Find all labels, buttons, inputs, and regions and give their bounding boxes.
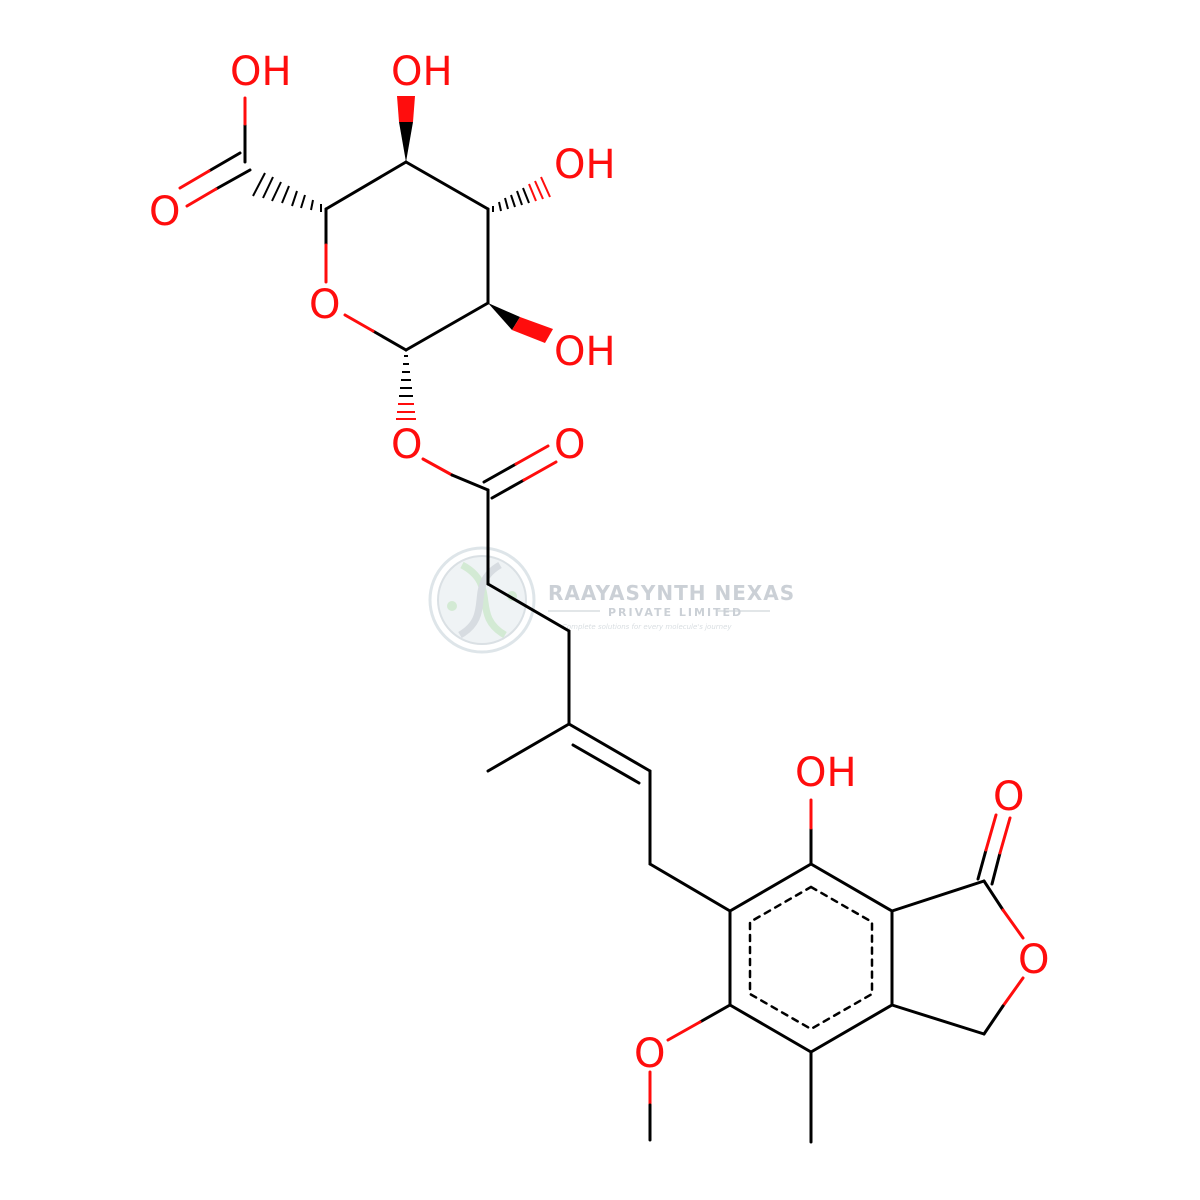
bond-lac-2r (1001, 908, 1025, 940)
aromatic-inner-ring (748, 885, 874, 1031)
label-oh-c4: OH (391, 49, 453, 95)
bond-acid-co-2r (185, 187, 218, 208)
bond-c1-ringo (371, 329, 408, 352)
bond-ringo-c1 (343, 313, 375, 333)
bond-c5-c4 (324, 160, 408, 211)
bond-chain-2 (486, 582, 571, 633)
bond-acid-co-1r (178, 169, 211, 190)
atom-labels: OH O OH OH O OH O O OH O O O (149, 49, 1049, 1077)
bond-lac-4 (890, 1003, 986, 1036)
hash-c1-o-red (396, 403, 416, 420)
label-lactone-ring-o: O (1018, 937, 1049, 983)
bond-ar-4 (809, 1003, 894, 1054)
watermark-tagline: Complete solutions for every molecule's … (562, 623, 732, 631)
bond-ar-2 (809, 862, 894, 913)
label-ester-o: O (391, 422, 422, 468)
bond-lac-2 (982, 879, 1005, 912)
watermark: RAAYASYNTH NEXAS PRIVATE LIMITED Complet… (428, 546, 795, 654)
wedge-c2-oh (488, 303, 520, 330)
bond-co-1r (514, 444, 550, 466)
label-ring-o: O (309, 282, 340, 328)
bond-chain-5 (648, 862, 732, 913)
bond-acid-co-1 (207, 151, 242, 173)
label-oh-c2: OH (554, 329, 616, 375)
hash-c1-o (399, 355, 413, 397)
wedge-c2-oh-red (512, 317, 553, 343)
bond-co-2 (490, 478, 526, 500)
bond-lac-co-2 (990, 851, 1002, 886)
stereo-bonds (252, 96, 553, 420)
bond-co-2r (522, 460, 558, 482)
watermark-company: RAAYASYNTH NEXAS (548, 581, 795, 605)
bond-lac-1 (890, 879, 986, 913)
bond-ar-1 (728, 862, 813, 913)
bond-lac-3 (982, 1004, 1005, 1036)
bond-chain-double-b (571, 743, 641, 785)
bond-ome-1r (666, 1020, 702, 1042)
bond-ar-5 (728, 1003, 813, 1054)
label-carbonyl-o: O (554, 422, 585, 468)
bond-chain-double-a (567, 722, 652, 773)
label-lactone-carbonyl-o: O (993, 774, 1024, 820)
bonds (178, 96, 1025, 1144)
bond-lac-3r (1001, 976, 1025, 1008)
label-methoxy-o: O (634, 1031, 665, 1077)
watermark-subtitle: PRIVATE LIMITED (608, 606, 743, 619)
wedge-c4-oh-red (397, 96, 415, 122)
bond-estero-c (421, 457, 454, 477)
label-oh-c3: OH (554, 142, 616, 188)
bond-co-1 (482, 462, 518, 484)
bond-lac-co-1r (984, 813, 998, 852)
label-phenol-oh: OH (795, 750, 857, 796)
watermark-logo-icon (428, 546, 536, 654)
bond-lac-co-1 (976, 848, 988, 881)
bond-c4-c3 (404, 160, 490, 211)
label-cooh-oh: OH (230, 49, 292, 95)
bond-estero-c-b (450, 473, 490, 492)
wedge-c4-oh (399, 122, 413, 162)
bond-acid-co-2 (214, 168, 252, 191)
bond-lac-co-2r (998, 816, 1012, 855)
hash-c5-cooh (252, 172, 322, 212)
hash-c3-oh (492, 187, 530, 212)
bond-chain-methyl (486, 722, 571, 773)
hash-c3-oh-red (528, 176, 551, 202)
label-cooh-o: O (149, 189, 180, 235)
bond-c2-c1 (404, 301, 490, 352)
bond-ome-1 (698, 1003, 732, 1024)
